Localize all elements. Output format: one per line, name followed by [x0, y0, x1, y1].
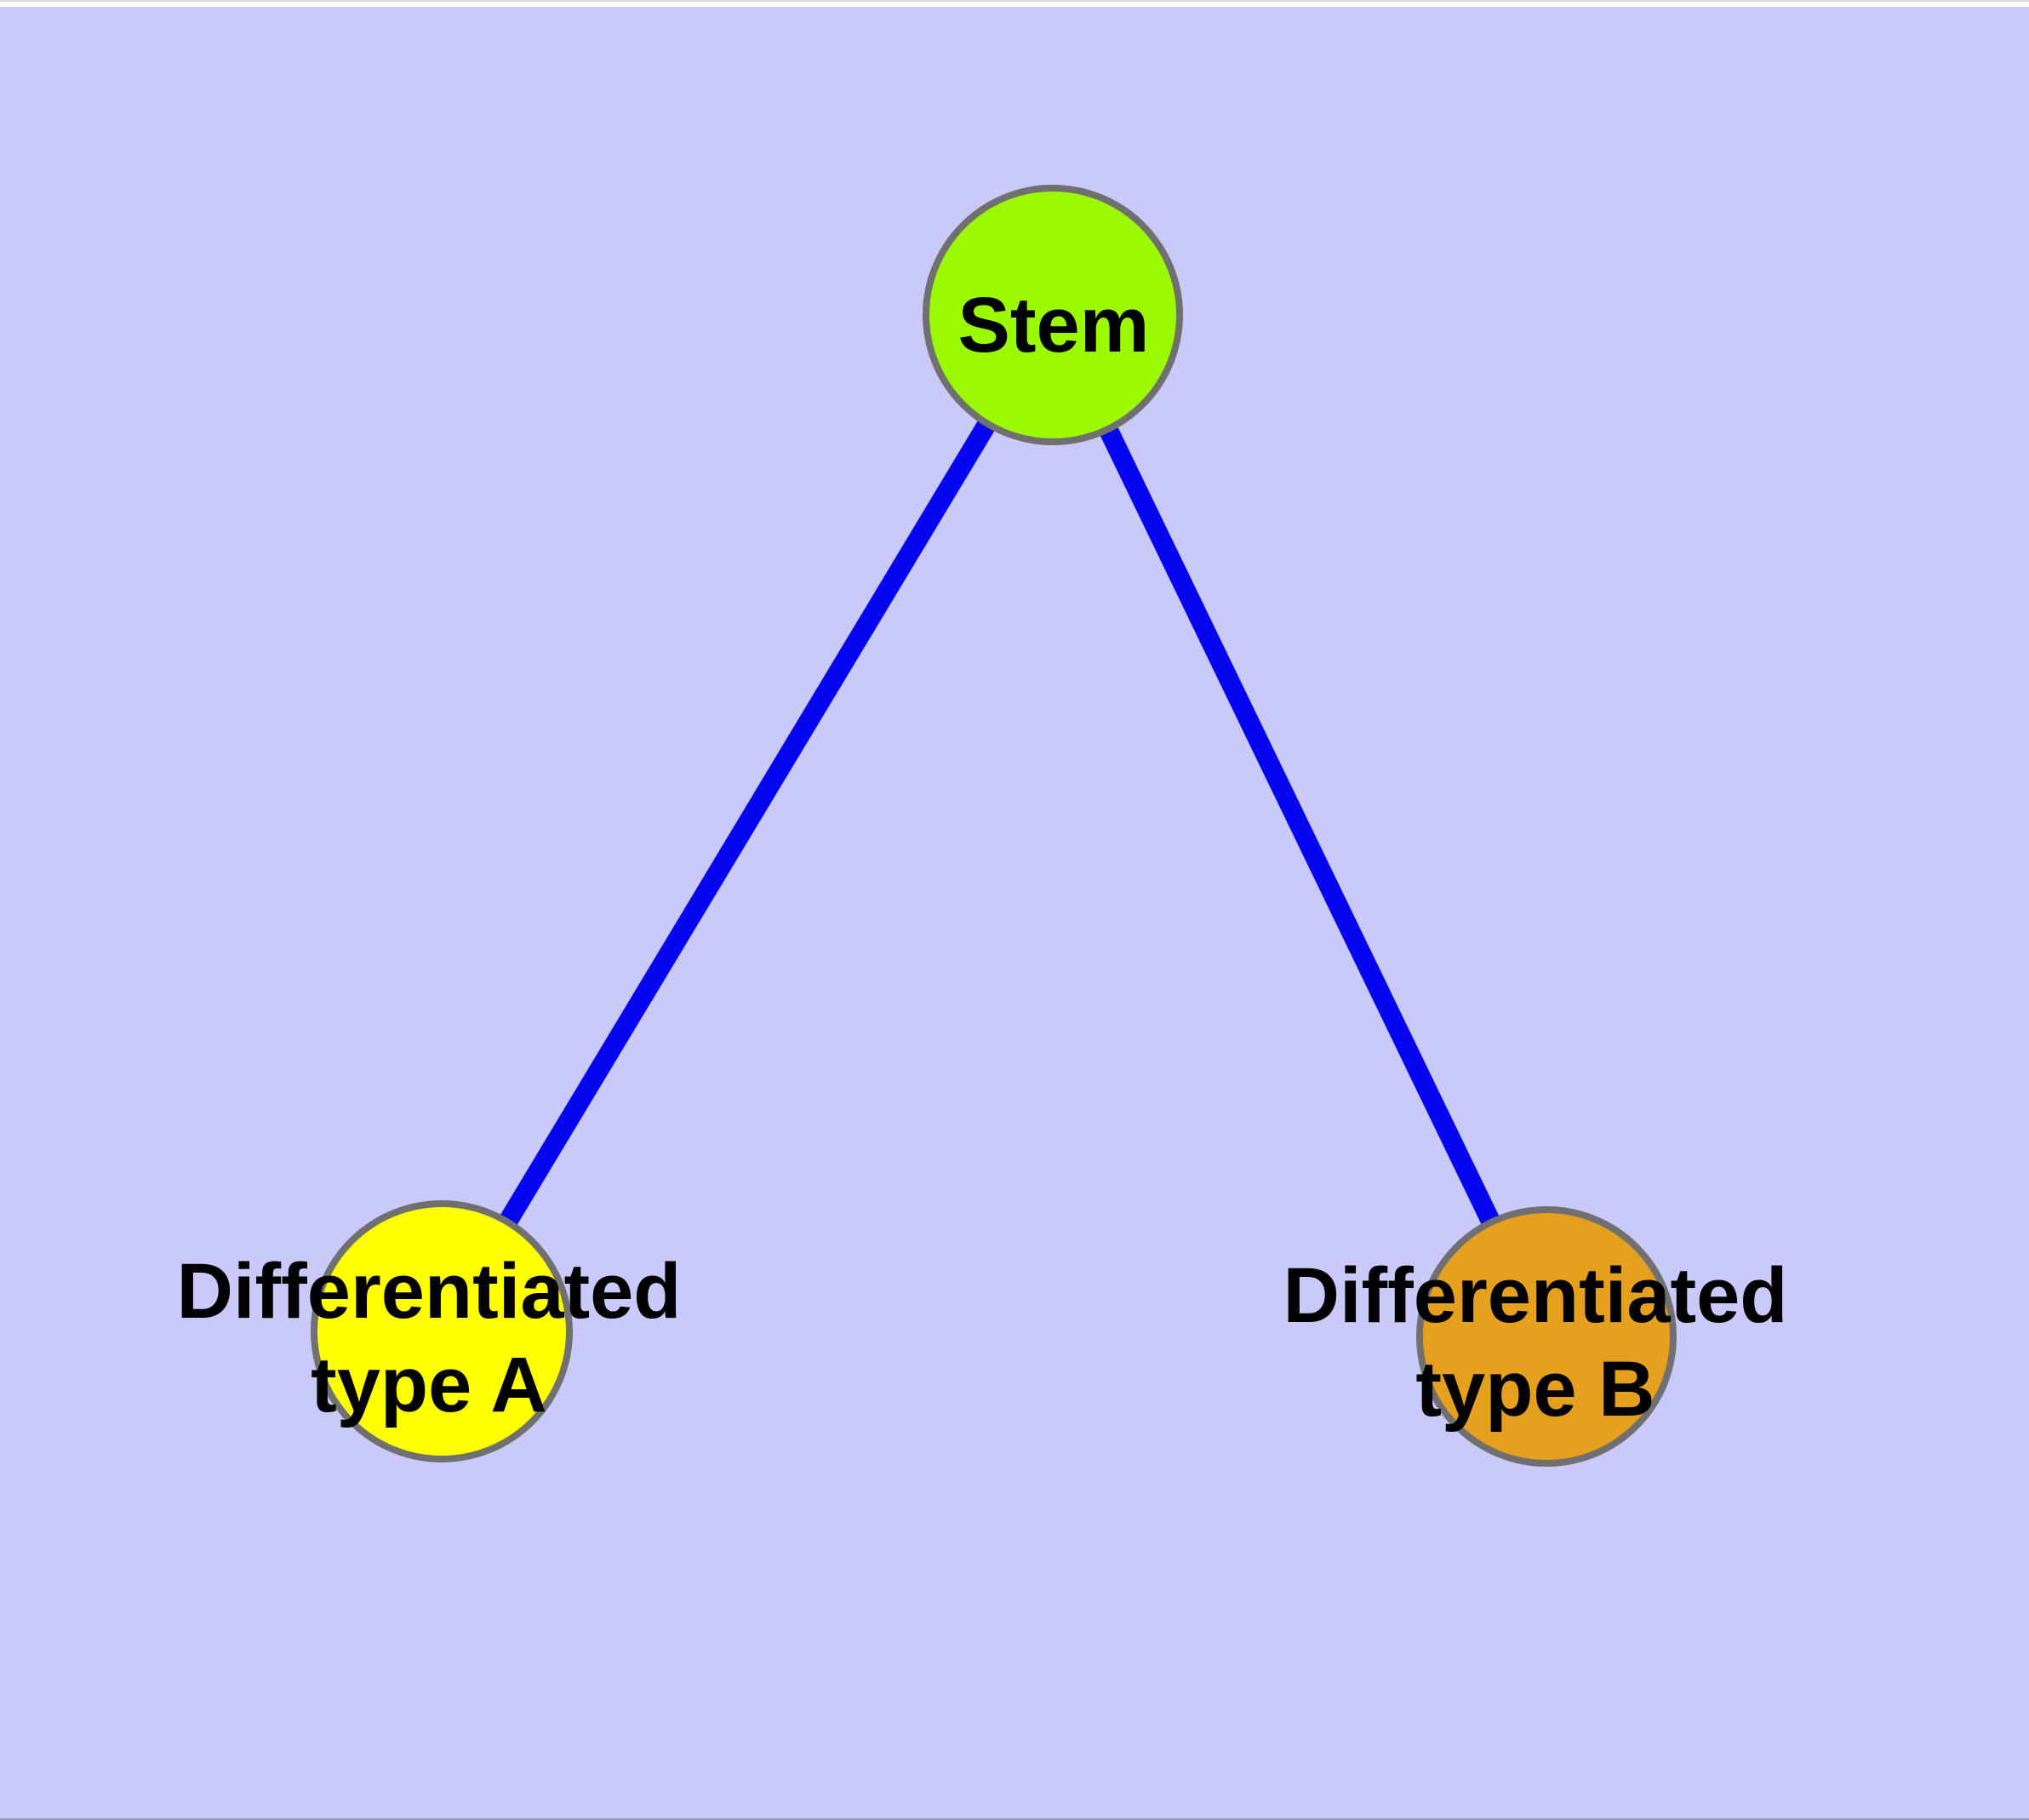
node-typeB	[1416, 1206, 1677, 1467]
node-typeA-label-line2: type A	[311, 1342, 547, 1428]
node-typeB-circle	[1416, 1206, 1677, 1467]
node-typeA-label-line1: Differentiated	[177, 1248, 682, 1335]
node-typeB-label-line2: type B	[1415, 1346, 1655, 1433]
edge-stem-to-typeB	[1043, 310, 1556, 1342]
node-typeA	[311, 1200, 573, 1462]
edge-stem-to-typeA	[433, 310, 1061, 1336]
window-top-edge-line	[0, 0, 2029, 2]
node-stem	[923, 185, 1183, 445]
node-stem-circle	[923, 185, 1183, 445]
node-typeA-circle	[311, 1200, 573, 1462]
window-top-strip	[0, 2, 2029, 7]
node-stem-label: Stem	[958, 282, 1150, 369]
window-bottom-edge-line	[0, 1818, 2029, 1820]
node-typeB-label-line1: Differentiated	[1283, 1252, 1788, 1339]
